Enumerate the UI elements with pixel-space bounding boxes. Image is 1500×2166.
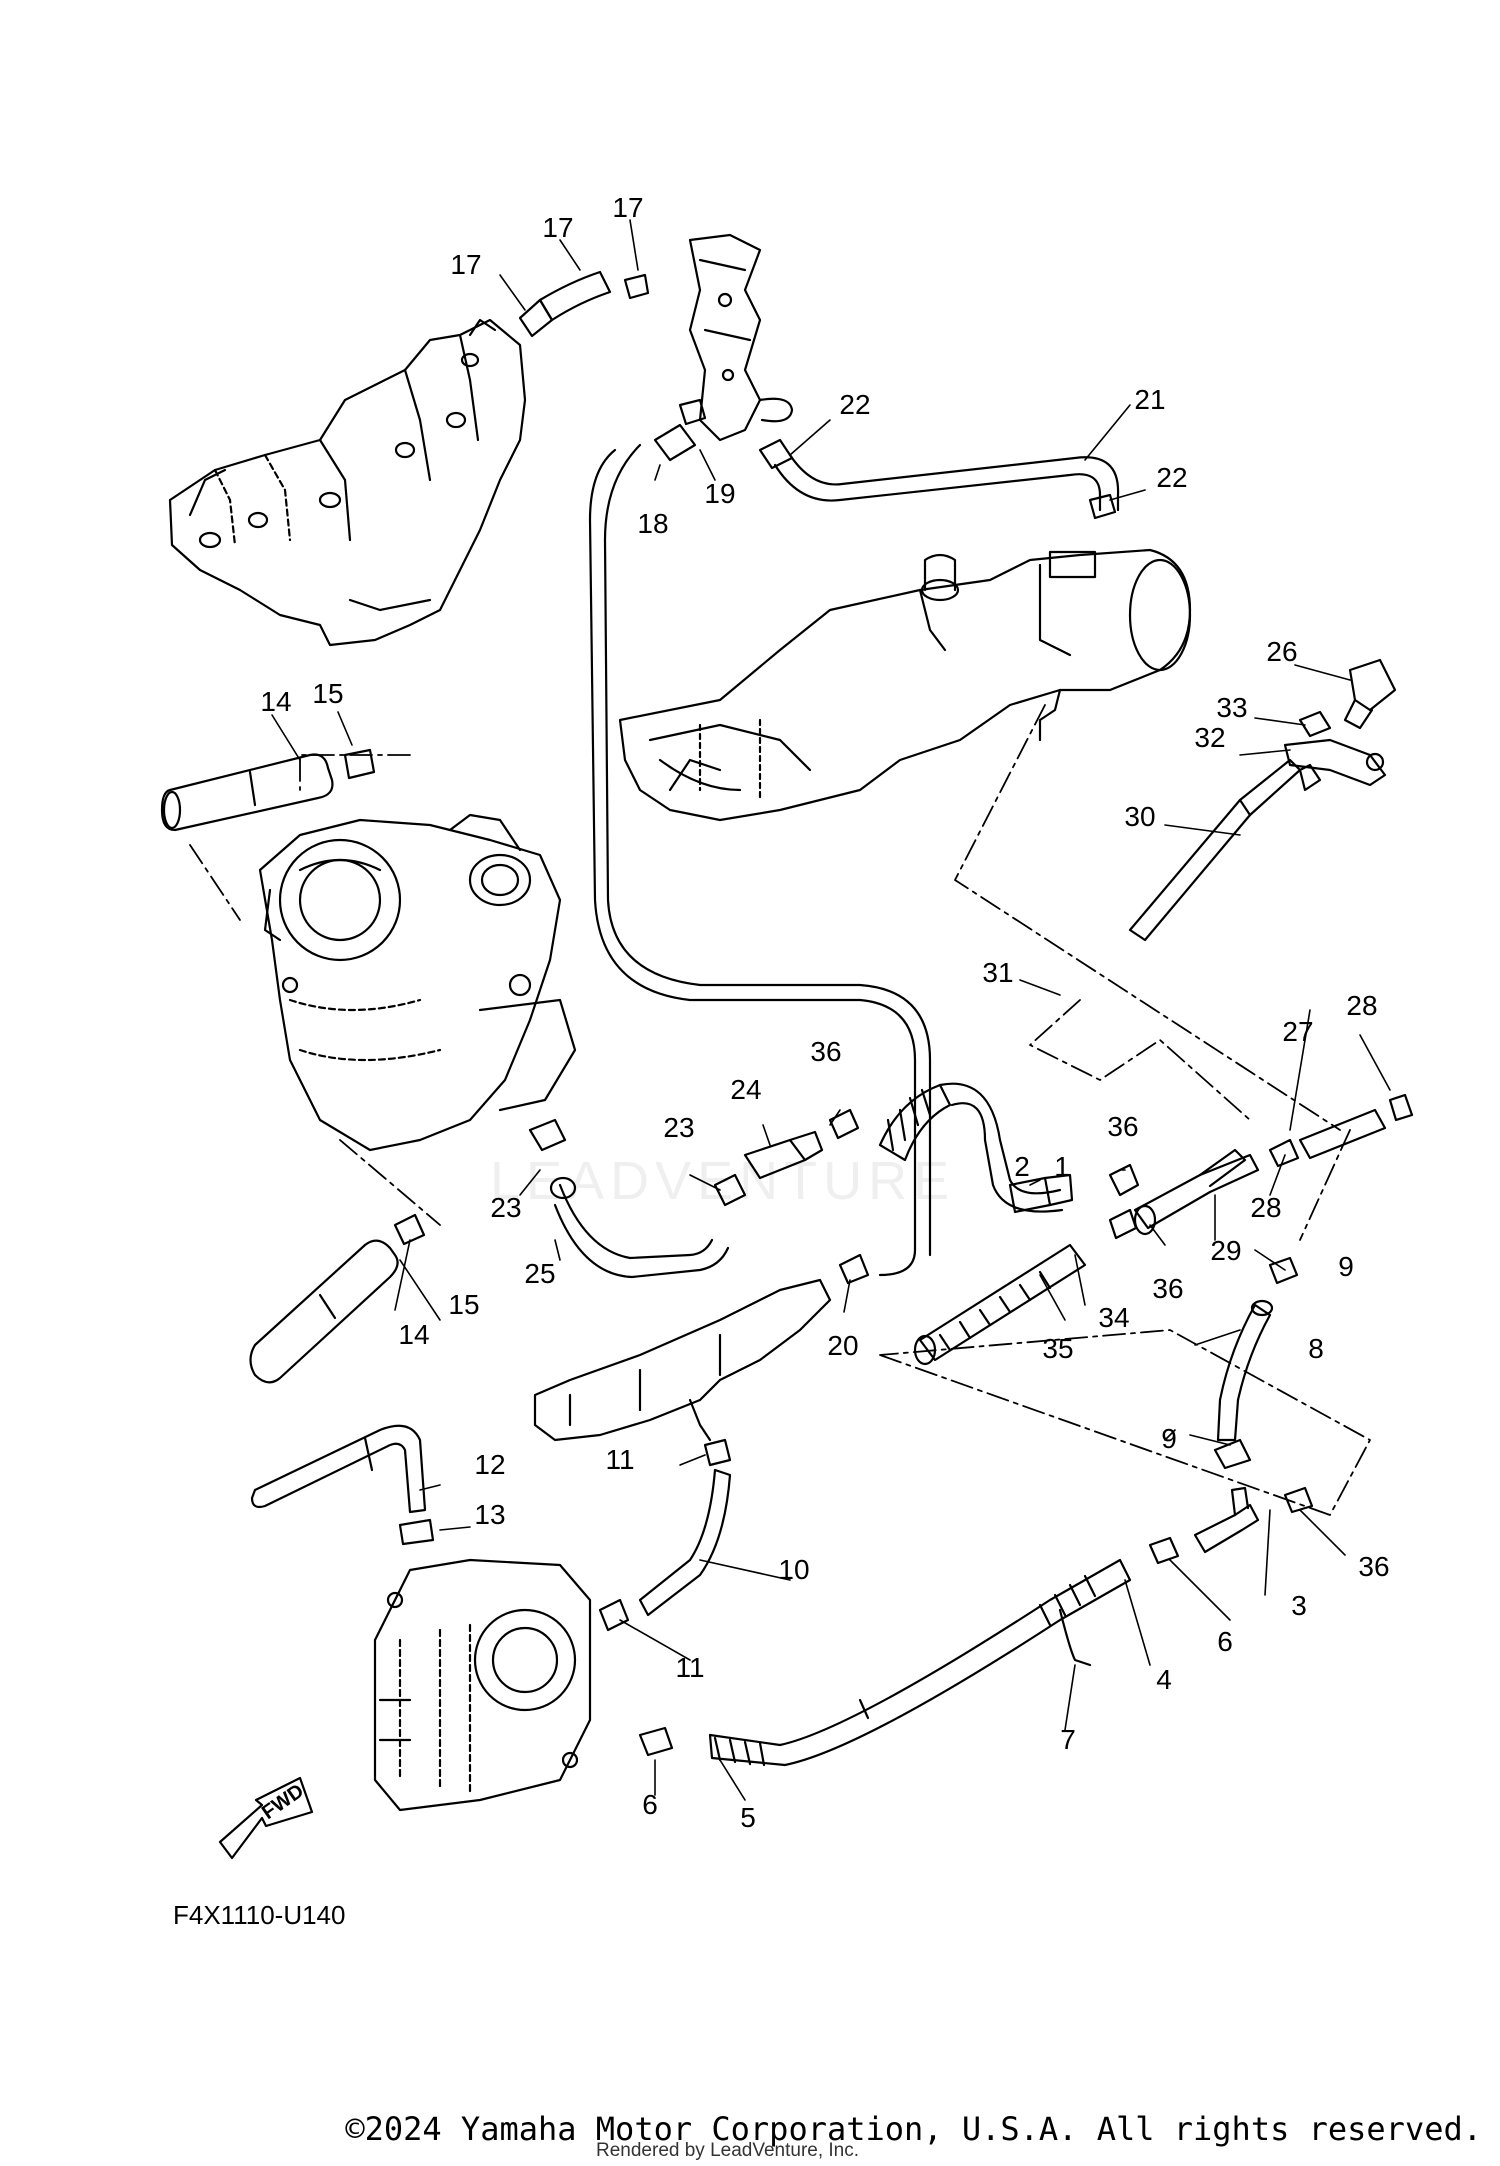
hose-16 bbox=[518, 270, 650, 338]
hose-5 bbox=[638, 1536, 1180, 1767]
valve-bracket bbox=[678, 233, 794, 442]
callout-36-upper[interactable]: 36 bbox=[810, 1036, 842, 1067]
pipe-30-assembly bbox=[1128, 658, 1397, 942]
callout-28-top[interactable]: 28 bbox=[1346, 990, 1378, 1021]
callout-22-right[interactable]: 22 bbox=[1156, 462, 1188, 493]
hose-14-upper bbox=[160, 748, 376, 832]
callout-36-mid[interactable]: 36 bbox=[1152, 1273, 1184, 1304]
diagram-code: F4X1110-U140 bbox=[173, 1900, 346, 1930]
callout-8[interactable]: 8 bbox=[1308, 1333, 1324, 1364]
callout-6-left[interactable]: 6 bbox=[642, 1789, 658, 1820]
callout-24[interactable]: 24 bbox=[730, 1074, 762, 1105]
callout-27[interactable]: 27 bbox=[1282, 1016, 1314, 1047]
callout-1[interactable]: 1 bbox=[1054, 1151, 1070, 1182]
callout-21[interactable]: 21 bbox=[1134, 384, 1166, 415]
exhaust-manifold bbox=[168, 318, 527, 647]
callout-32[interactable]: 32 bbox=[1194, 722, 1226, 753]
hose-25 bbox=[528, 1118, 730, 1279]
callout-33[interactable]: 33 bbox=[1216, 692, 1248, 723]
copyright-notice: ©2024 Yamaha Motor Corporation, U.S.A. A… bbox=[345, 2110, 1482, 2148]
callout-14-upper[interactable]: 14 bbox=[260, 686, 292, 717]
jet-pump-housing bbox=[373, 1558, 592, 1812]
callout-14-lower[interactable]: 14 bbox=[398, 1319, 430, 1350]
callout-10[interactable]: 10 bbox=[778, 1554, 810, 1585]
callout-4[interactable]: 4 bbox=[1156, 1664, 1172, 1695]
callout-12[interactable]: 12 bbox=[474, 1449, 506, 1480]
joint-29 bbox=[1108, 1148, 1260, 1240]
callout-11-upper[interactable]: 11 bbox=[605, 1444, 635, 1475]
callout-5[interactable]: 5 bbox=[740, 1802, 756, 1833]
hose-14-lower bbox=[249, 1213, 426, 1384]
callout-15-lower[interactable]: 15 bbox=[448, 1289, 480, 1320]
callout-6-right[interactable]: 6 bbox=[1217, 1626, 1233, 1657]
fwd-arrow-icon bbox=[218, 1776, 314, 1860]
callout-19[interactable]: 19 bbox=[704, 478, 736, 509]
callout-18[interactable]: 18 bbox=[637, 508, 669, 539]
engine-crankcase bbox=[258, 813, 577, 1152]
callout-3[interactable]: 3 bbox=[1291, 1590, 1307, 1621]
joint-3 bbox=[1193, 1486, 1314, 1554]
callout-20[interactable]: 20 bbox=[827, 1330, 859, 1361]
callout-34[interactable]: 34 bbox=[1098, 1302, 1130, 1333]
callout-30[interactable]: 30 bbox=[1124, 801, 1156, 832]
hose-10 bbox=[598, 1438, 732, 1632]
hose-12 bbox=[250, 1424, 435, 1546]
watermark-text: LEADVENTURE bbox=[490, 1151, 956, 1211]
callout-7[interactable]: 7 bbox=[1060, 1724, 1076, 1755]
cooling-manifold bbox=[533, 1253, 870, 1442]
callout-36-lower[interactable]: 36 bbox=[1358, 1551, 1390, 1582]
callout-16[interactable]: 17 bbox=[542, 212, 574, 243]
callout-26[interactable]: 26 bbox=[1266, 636, 1298, 667]
callout-9-upper[interactable]: 9 bbox=[1338, 1251, 1354, 1282]
callout-29[interactable]: 29 bbox=[1210, 1235, 1242, 1266]
callout-35[interactable]: 35 bbox=[1042, 1333, 1074, 1364]
bellows-hose-2 bbox=[878, 1082, 1074, 1214]
hose-18 bbox=[588, 423, 932, 1277]
callout-23-left[interactable]: 23 bbox=[490, 1192, 522, 1223]
rendered-by-notice: Rendered by LeadVenture, Inc. bbox=[596, 2140, 860, 2161]
callout-17-left[interactable]: 17 bbox=[450, 249, 482, 280]
callout-11-lower[interactable]: 11 bbox=[675, 1652, 705, 1683]
intake-chamber bbox=[618, 548, 1192, 822]
callout-28-lower[interactable]: 28 bbox=[1250, 1192, 1282, 1223]
callout-23-center[interactable]: 23 bbox=[663, 1112, 695, 1143]
bellows-hose-35 bbox=[913, 1243, 1087, 1366]
leader-lines bbox=[271, 219, 1391, 1801]
callout-15-upper[interactable]: 15 bbox=[312, 678, 344, 709]
callout-17-right[interactable]: 17 bbox=[612, 192, 644, 223]
callout-25[interactable]: 25 bbox=[524, 1258, 556, 1289]
hose-21 bbox=[758, 438, 1120, 520]
hose-27 bbox=[1268, 1093, 1414, 1168]
callout-36-right[interactable]: 36 bbox=[1107, 1111, 1139, 1142]
callout-22-top[interactable]: 22 bbox=[839, 389, 871, 420]
callout-9-lower[interactable]: 9 bbox=[1161, 1423, 1177, 1454]
hose-8 bbox=[1213, 1256, 1299, 1470]
callout-13[interactable]: 13 bbox=[474, 1499, 506, 1530]
reference-lines bbox=[189, 704, 1371, 1516]
fitting-24 bbox=[713, 1108, 860, 1207]
callout-2[interactable]: 2 bbox=[1014, 1151, 1030, 1182]
callout-31[interactable]: 31 bbox=[982, 957, 1014, 988]
